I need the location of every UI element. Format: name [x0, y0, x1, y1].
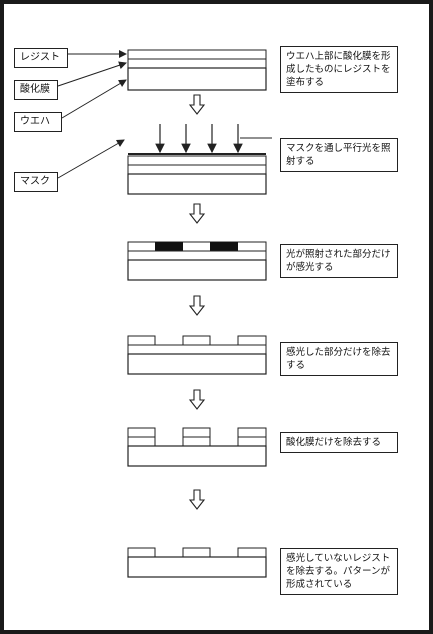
step-6-line: を除去する。パターンが — [286, 566, 391, 577]
step-6-note: 感光していないレジスト を除去する。パターンが 形成されている — [280, 548, 398, 595]
label-wafer: ウエハ — [14, 112, 62, 132]
step-2-note: マスクを通し平行光を照 射する — [280, 138, 398, 172]
step-1-line: ウエハ上部に酸化膜を形 — [286, 51, 391, 62]
s6-oxide-pattern-1 — [127, 547, 156, 558]
step-2-line: マスクを通し平行光を照 — [286, 143, 391, 154]
step-6-line: 感光していないレジスト — [286, 553, 391, 564]
s4-resist-block-3 — [237, 335, 267, 346]
step-6-line: 形成されている — [286, 579, 353, 590]
step-1-line: 塗布する — [286, 77, 325, 88]
step-4-line: する — [286, 360, 306, 371]
s6-oxide-pattern-2 — [182, 547, 211, 558]
s5-resist-block-3 — [237, 427, 267, 438]
s3-exposed-region-1 — [155, 242, 183, 251]
flow-arrow-5 — [188, 489, 206, 510]
s5-oxide-block-1 — [127, 436, 156, 447]
s5-resist-block-1 — [127, 427, 156, 438]
s1-wafer — [127, 67, 267, 91]
step-4-line: 感光した部分だけを除去 — [286, 347, 391, 358]
step-4-note: 感光した部分だけを除去 する — [280, 342, 398, 376]
step-1-line: 成したものにレジストを — [286, 64, 391, 75]
s1-oxide-layer — [127, 58, 267, 69]
s5-resist-block-2 — [182, 427, 211, 438]
step-1-note: ウエハ上部に酸化膜を形 成したものにレジストを 塗布する — [280, 46, 398, 93]
flow-arrow-1 — [188, 94, 206, 115]
step-2-line: 射する — [286, 156, 315, 167]
mask-pointer — [57, 139, 125, 179]
s3-wafer — [127, 259, 267, 281]
s3-oxide-layer — [127, 250, 267, 261]
s5-oxide-block-2 — [182, 436, 211, 447]
oxide-pointer — [57, 61, 127, 87]
flow-arrow-4 — [188, 389, 206, 410]
label-mask: マスク — [14, 172, 58, 192]
step-3-line: が感光する — [286, 262, 334, 273]
s2-resist-layer — [127, 155, 267, 166]
label-resist: レジスト — [14, 48, 68, 68]
flow-arrow-3 — [188, 295, 206, 316]
s1-resist-layer — [127, 49, 267, 60]
s2-oxide-layer — [127, 164, 267, 175]
s5-oxide-block-3 — [237, 436, 267, 447]
flow-arrow-2 — [188, 203, 206, 224]
s3-exposed-region-2 — [210, 242, 238, 251]
step-3-line: 光が照射された部分だけ — [286, 249, 391, 260]
wafer-pointer — [61, 79, 127, 119]
s2-wafer — [127, 173, 267, 195]
s6-wafer — [127, 556, 267, 578]
s4-resist-block-2 — [182, 335, 211, 346]
s5-wafer — [127, 445, 267, 467]
s4-oxide-layer — [127, 344, 267, 355]
s6-oxide-pattern-3 — [237, 547, 267, 558]
s3-resist-layer — [127, 241, 267, 252]
step-3-note: 光が照射された部分だけ が感光する — [280, 244, 398, 278]
step-5-line: 酸化膜だけを除去する — [286, 437, 382, 448]
page-background — [4, 4, 429, 630]
s4-wafer — [127, 353, 267, 375]
label-oxide: 酸化膜 — [14, 80, 58, 100]
s4-resist-block-1 — [127, 335, 156, 346]
step-5-note: 酸化膜だけを除去する — [280, 432, 398, 453]
